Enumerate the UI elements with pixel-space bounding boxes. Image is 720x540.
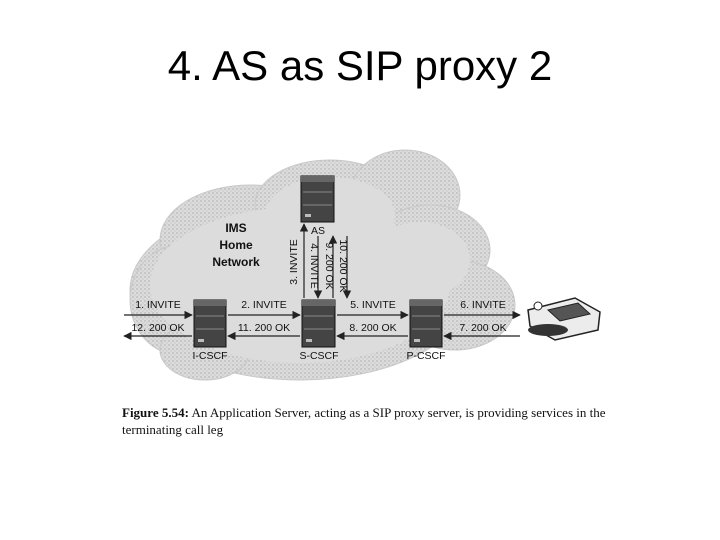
sip-proxy-diagram: IMS Home Network AS I-CSCF S-CSCF P-CSCF <box>123 149 601 381</box>
network-label-line1: IMS <box>225 221 246 235</box>
node-label-scscf: S-CSCF <box>299 350 338 362</box>
figure-label: Figure 5.54: <box>122 405 189 420</box>
msg-label-1: 1. INVITE <box>135 299 181 311</box>
msg-label-3: 3. INVITE <box>288 239 300 285</box>
msg-label-10: 10. 200 OK <box>337 239 349 292</box>
node-label-icscf: I-CSCF <box>193 350 228 362</box>
network-label-line2: Home <box>219 238 253 252</box>
phone-terminal-icon <box>527 297 601 341</box>
scscf-server-icon <box>301 299 336 348</box>
msg-label-12: 12. 200 OK <box>131 322 184 334</box>
figure-caption: Figure 5.54: An Application Server, acti… <box>122 404 612 438</box>
msg-label-7: 7. 200 OK <box>459 322 506 334</box>
msg-label-5: 5. INVITE <box>350 299 396 311</box>
pcscf-server-icon <box>409 299 443 348</box>
msg-label-6: 6. INVITE <box>460 299 506 311</box>
network-label-line3: Network <box>212 255 260 269</box>
slide-title: 4. AS as SIP proxy 2 <box>167 42 553 89</box>
msg-label-11: 11. 200 OK <box>238 322 290 334</box>
as-server-icon <box>300 175 335 223</box>
figure-caption-text: An Application Server, acting as a SIP p… <box>122 405 606 437</box>
node-label-pcscf: P-CSCF <box>406 350 445 362</box>
msg-label-8: 8. 200 OK <box>349 322 396 334</box>
icscf-server-icon <box>193 299 227 348</box>
msg-label-9: 9. 200 OK <box>323 242 335 289</box>
msg-label-4: 4. INVITE <box>308 243 320 289</box>
node-label-as: AS <box>311 225 325 237</box>
msg-label-2: 2. INVITE <box>241 299 287 311</box>
